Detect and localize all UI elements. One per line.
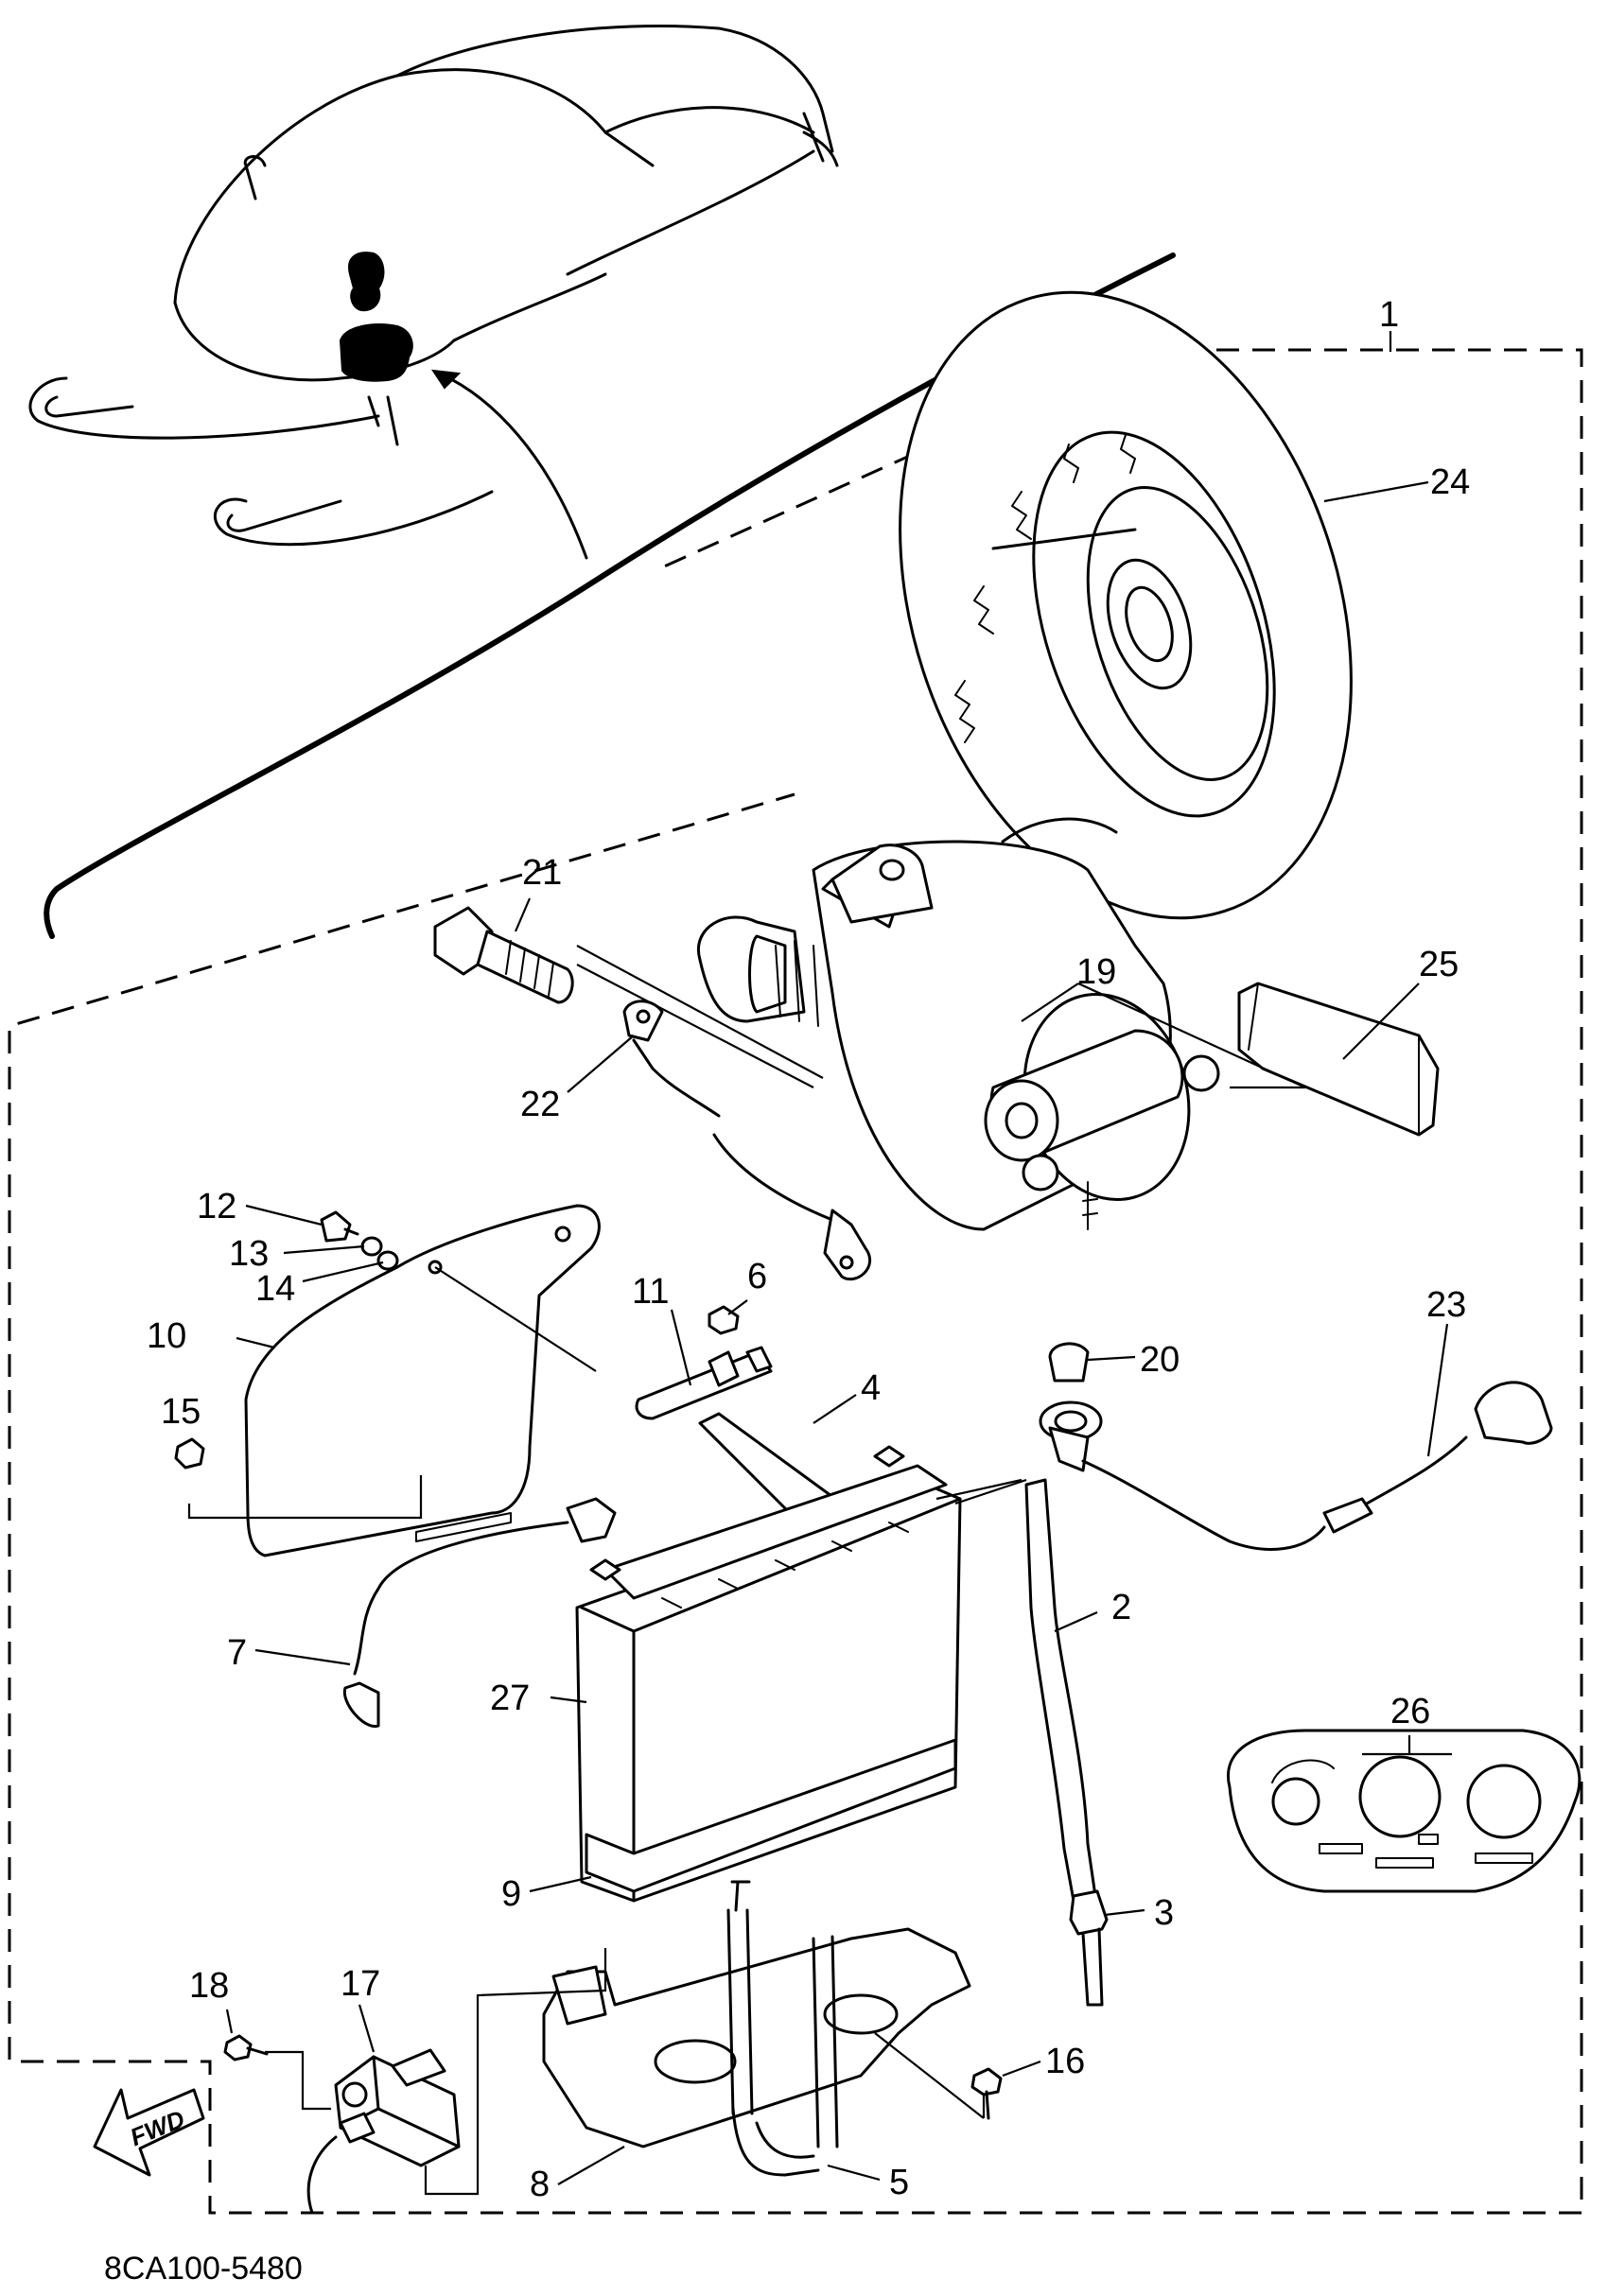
- callout-14: 14: [255, 1269, 295, 1309]
- callout-7: 7: [227, 1633, 247, 1673]
- callout-26: 26: [1390, 1692, 1430, 1731]
- callout-8: 8: [530, 2165, 550, 2204]
- callout-27: 27: [490, 1679, 530, 1718]
- callout-23: 23: [1426, 1285, 1466, 1325]
- callout-19: 19: [1076, 952, 1116, 992]
- callout-16: 16: [1045, 2042, 1085, 2081]
- fwd-arrow-icon: FWD: [93, 2088, 205, 2177]
- callout-25: 25: [1419, 945, 1459, 984]
- callout-13: 13: [229, 1234, 269, 1274]
- part-code: 8CA100-5480: [104, 2251, 303, 2287]
- callout-21: 21: [522, 853, 562, 893]
- positive-cable-23: [1039, 1342, 1553, 1551]
- callout-18: 18: [189, 1966, 229, 2006]
- callout-22: 22: [520, 1085, 560, 1124]
- callout-17: 17: [341, 1964, 380, 2004]
- leader-lines: [225, 480, 1452, 2196]
- bolt-21: [433, 906, 574, 1004]
- callout-6: 6: [747, 1257, 767, 1296]
- battery: [575, 1445, 962, 1903]
- cover-plate: [244, 1204, 601, 1557]
- callout-2: 2: [1111, 1588, 1131, 1627]
- callout-5: 5: [889, 2163, 909, 2202]
- starter-motor: [696, 840, 1220, 1231]
- screw-set: [320, 1210, 399, 1271]
- ground-cable-22: [622, 1000, 872, 1281]
- indicator-plate: [1227, 1729, 1582, 1893]
- nut-15: [174, 1437, 205, 1470]
- callout-24: 24: [1430, 462, 1470, 502]
- bolt-16: [970, 2067, 1003, 2096]
- callout-4: 4: [861, 1368, 881, 1408]
- callout-3: 3: [1154, 1893, 1174, 1933]
- flywheel: [899, 290, 1353, 920]
- battery-cable-7: [342, 1497, 617, 1728]
- callout-labels: 1 24 21 19 25 22 12 13 14 6 11 10 23 20 …: [147, 295, 1470, 2204]
- callout-1: 1: [1379, 295, 1399, 335]
- breather-pipe: [1024, 1478, 1109, 2007]
- callout-11: 11: [632, 1272, 669, 1312]
- callout-12: 12: [197, 1187, 236, 1226]
- callout-15: 15: [161, 1392, 201, 1432]
- rubber-pad: [1237, 982, 1440, 1137]
- bolt-18: [223, 2034, 253, 2061]
- starter-relay: [306, 2048, 461, 2215]
- battery-tray: [542, 1880, 971, 2177]
- callout-9: 9: [501, 1874, 521, 1914]
- callout-10: 10: [147, 1316, 186, 1356]
- callout-20: 20: [1140, 1340, 1180, 1380]
- bracket-11: [635, 1346, 773, 1420]
